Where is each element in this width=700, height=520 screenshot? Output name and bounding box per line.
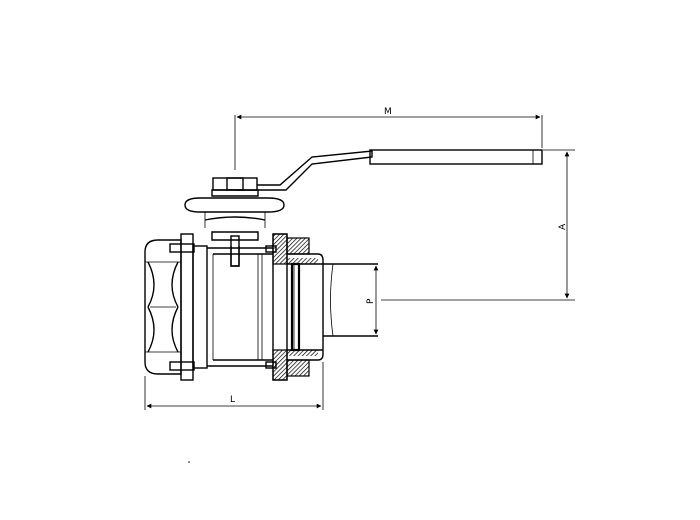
pipe-bore [323,263,378,337]
dimension-a-label: A [558,223,568,230]
left-end-cap [144,239,182,375]
dimension-l-label: L [230,395,235,405]
dimension-l: L [144,362,324,410]
dimension-p: P [366,265,379,335]
right-end-section [287,253,324,361]
dimension-m: M [234,107,543,170]
left-flange [169,233,208,381]
valve-body [207,246,273,367]
lever-handle [236,149,543,191]
dimension-a: A [381,149,575,301]
valve-stem-assembly [184,177,285,267]
right-flange-section [265,233,310,381]
dimension-m-label: M [384,107,392,117]
dimension-p-label: P [366,298,376,304]
dot-mark [188,461,190,463]
